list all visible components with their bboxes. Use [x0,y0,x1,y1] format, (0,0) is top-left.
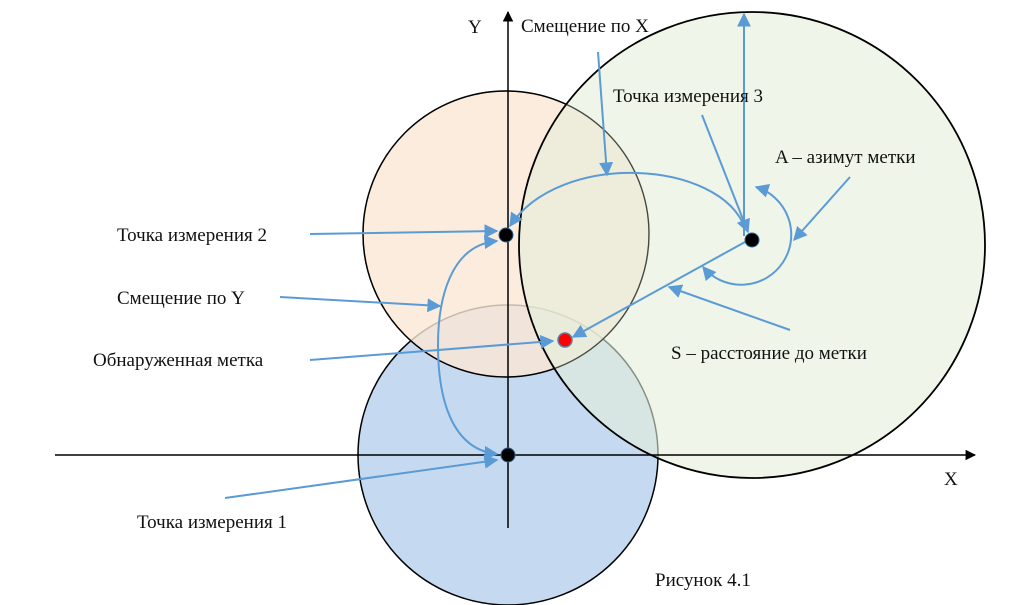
offset-x-pointer [597,51,614,177]
figure-caption: Рисунок 4.1 [655,570,751,591]
label-distance: S – расстояние до метки [671,343,867,364]
point2-dot [498,227,514,243]
label-offset-y: Смещение по Y [117,288,245,309]
label-point3: Точка измерения 3 [613,86,763,107]
label-point2: Точка измерения 2 [117,225,267,246]
point1-pointer [224,454,499,499]
tag-pointer [309,335,555,361]
x-axis-label: X [944,469,958,490]
detected-tag-dot [557,332,573,348]
label-point1: Точка измерения 1 [137,512,287,533]
azimuth-pointer [793,176,851,242]
point1-dot [500,447,516,463]
point3-dot [744,232,760,248]
offset-y-arc [436,235,499,460]
label-azimuth: A – азимут метки [775,147,916,168]
point2-pointer [309,224,499,239]
label-offset-x: Смещение по X [521,16,649,37]
distance-pointer [667,284,791,331]
y-axis-label: Y [468,17,482,38]
distance-line [571,241,746,338]
label-detected-tag: Обнаруженная метка [93,350,264,371]
azimuth-arc [702,184,793,286]
offset-y-pointer [279,296,442,313]
